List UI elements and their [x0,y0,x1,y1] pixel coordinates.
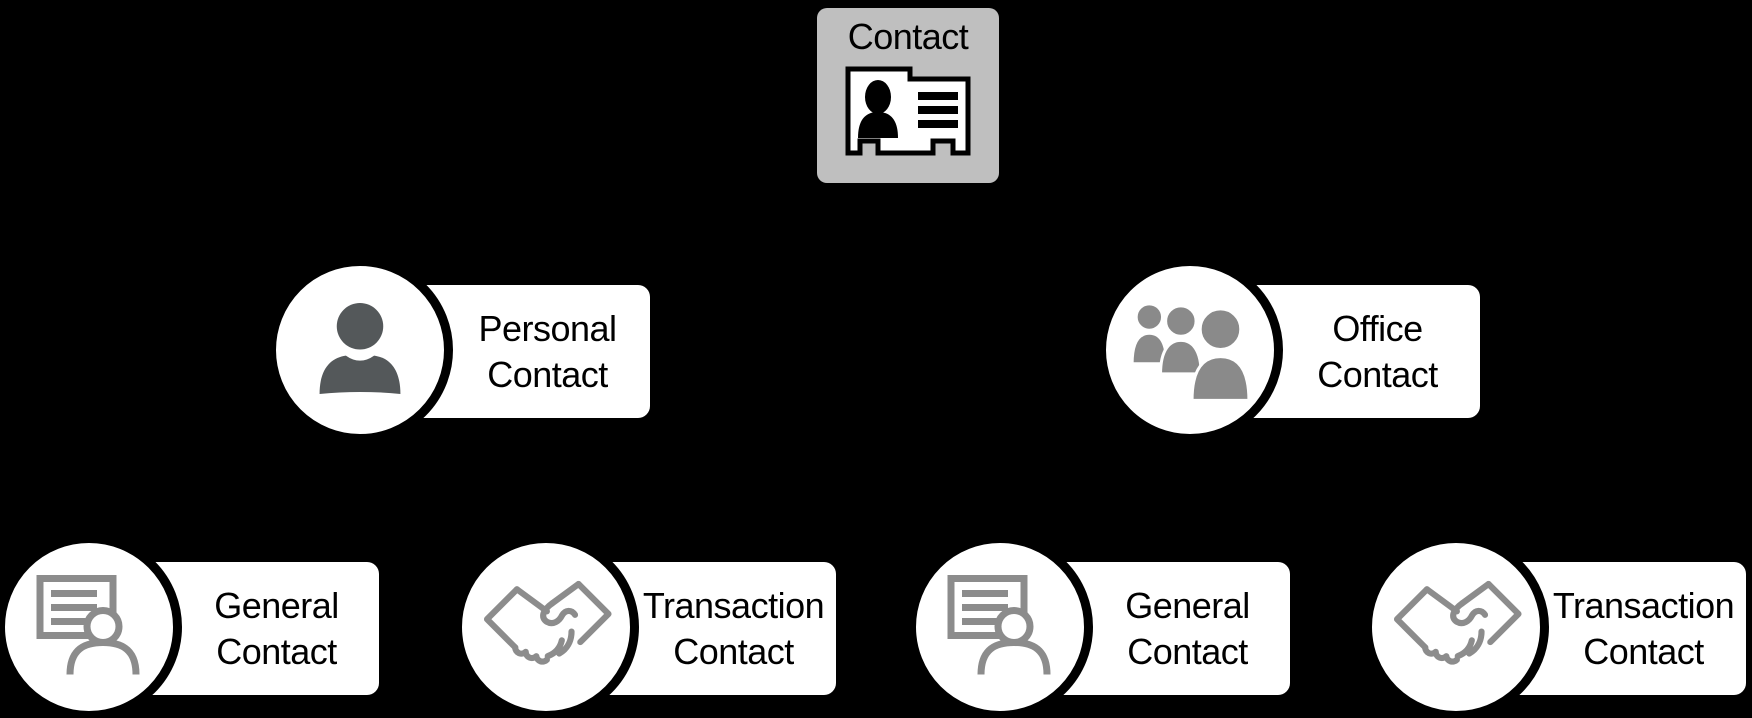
node-label: Personal Contact [445,285,650,418]
node-label: Office Contact [1275,285,1480,418]
handshake-icon [480,572,612,683]
node-transaction-contact-left: Transaction Contact [453,534,843,718]
node-label-line: General [214,584,339,626]
node-label-line: Contact [1127,630,1248,672]
root-node-label: Contact [847,16,969,57]
handshake-icon [1390,572,1522,683]
node-label: General Contact [174,562,379,695]
node-label-line: Contact [673,630,794,672]
node-general-contact-right: General Contact [907,534,1297,718]
card-person-icon [36,575,142,680]
node-general-contact-left: General Contact [0,534,386,718]
node-label-line: Contact [487,353,608,395]
node-personal-contact: Personal Contact [267,257,657,443]
node-label-line: Contact [216,630,337,672]
contact-card-icon [845,66,971,163]
node-transaction-contact-right: Transaction Contact [1363,534,1752,718]
node-label-line: Office [1332,307,1423,349]
person-icon [312,299,409,401]
node-label: Transaction Contact [1541,562,1746,695]
node-office-contact: Office Contact [1097,257,1487,443]
node-circle [267,257,453,443]
node-label-line: General [1125,584,1250,626]
root-node-contact: Contact [817,8,999,183]
node-circle [1363,534,1549,718]
node-label-line: Transaction [642,584,825,626]
node-label-line: Contact [1583,630,1704,672]
node-circle [453,534,639,718]
people-group-icon [1127,291,1253,410]
node-label: Transaction Contact [631,562,836,695]
node-label-line: Transaction [1552,584,1735,626]
node-label-line: Contact [1317,353,1438,395]
node-circle [0,534,182,718]
node-label-line: Personal [478,307,617,349]
card-person-icon [947,575,1053,680]
node-label: General Contact [1085,562,1290,695]
